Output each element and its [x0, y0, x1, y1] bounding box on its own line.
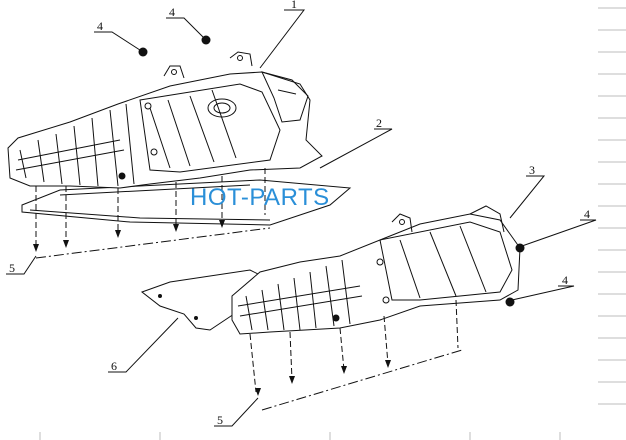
- frame-ticks: [39, 7, 626, 440]
- callout-5-upper: 5: [9, 261, 15, 275]
- callout-3: 3: [529, 163, 535, 177]
- watermark-text: HOT-PARTS: [190, 184, 330, 211]
- lower-fasteners: [255, 360, 391, 396]
- callout-4-right-lower: 4: [562, 273, 568, 287]
- upper-heat-shield: [7, 51, 352, 259]
- callout-4-upper-left: 4: [97, 19, 103, 33]
- callout-2: 2: [376, 116, 382, 130]
- callout-5-lower: 5: [217, 413, 223, 427]
- upper-nuts: [138, 35, 211, 57]
- leader-lines: [6, 9, 597, 427]
- callout-4-upper-mid: 4: [169, 5, 175, 19]
- upper-fasteners: [33, 220, 225, 252]
- callout-labels: 1 2 3 4 4 4 4 5 5 6: [9, 0, 590, 427]
- callout-6: 6: [111, 359, 117, 373]
- callout-1: 1: [291, 0, 297, 11]
- upper-shield-body: [7, 71, 323, 189]
- lower-shield-body: [231, 213, 521, 335]
- callout-4-right-upper: 4: [584, 207, 590, 221]
- lower-heat-shield: [140, 205, 521, 411]
